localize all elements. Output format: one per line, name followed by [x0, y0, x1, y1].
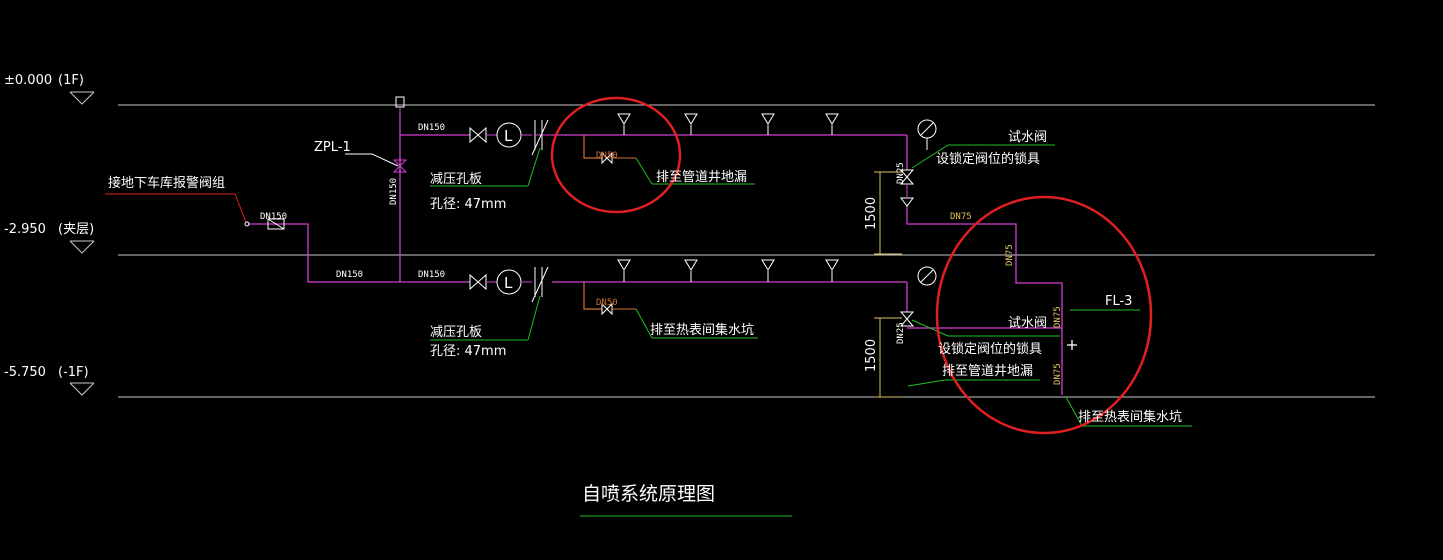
bore-label-bottom: 孔径: 47mm: [430, 344, 506, 359]
pipe-network: [248, 112, 1077, 395]
dn150-mid-left: DN150: [336, 270, 363, 280]
dn150-riser: DN150: [389, 178, 399, 205]
flow-indicator-letter: L: [504, 127, 513, 145]
gate-valve-icon: [469, 126, 487, 144]
dn150-top: DN150: [418, 123, 445, 133]
dn25-bottom: DN25: [896, 322, 906, 344]
labels: 接地下车库报警阀组 ZPL-1 DN150 DN150 DN150 DN150 …: [108, 123, 1182, 517]
drain-shaft-bottom-label: 排至管道井地漏: [942, 363, 1033, 379]
dimension-1500-bottom: 1500: [864, 339, 879, 372]
diagram-title: 自喷系统原理图: [582, 483, 715, 505]
sprinkler-icon: [825, 113, 839, 135]
sprinkler-icon: [761, 259, 775, 282]
drain-riser-fl3: [906, 205, 1063, 395]
sprinkler-icon: [617, 113, 631, 135]
dimension-lines: [874, 171, 902, 398]
check-valve-icon: [392, 159, 408, 173]
level-triangle-b1: [69, 382, 95, 396]
level-floor-1f: (1F): [58, 73, 84, 88]
zpl-label: ZPL-1: [314, 140, 351, 155]
sprinkler-icon: [825, 259, 839, 282]
sprinkler-heads: [617, 113, 839, 282]
annotation-circle-top: [550, 96, 682, 214]
drain-top-label: 排至管道井地漏: [656, 169, 747, 185]
bottom-test-assembly: [899, 266, 1192, 427]
sprinkler-icon: [761, 113, 775, 135]
flow-indicator-letter-bottom: L: [504, 274, 513, 292]
pressure-gauge-icon: [917, 266, 937, 286]
dn75-c: DN75: [1053, 306, 1063, 328]
dn50-top: DN50: [596, 151, 618, 161]
level-elevation-1f: ±0.000: [4, 73, 52, 88]
drain-valve-icon: [601, 151, 613, 165]
drain-valve-icon: [601, 302, 613, 316]
incoming-valve: [105, 193, 285, 230]
bore-label-top: 孔径: 47mm: [430, 197, 506, 212]
dn50-bottom: DN50: [596, 298, 618, 308]
sprinkler-icon: [684, 113, 698, 135]
gate-valve-icon: [469, 273, 487, 291]
test-valve-icon: [899, 311, 915, 327]
level-floor-b1: (-1F): [58, 365, 89, 380]
dn150-incoming: DN150: [260, 212, 287, 222]
test-valve-bottom-label: 试水阀: [1008, 316, 1047, 331]
floor-levels: ±0.000 (1F) -2.950 (夹层) -5.750 (-1F): [4, 73, 1375, 398]
dn75-a: DN75: [950, 212, 972, 222]
test-valve-top-label: 试水阀: [1008, 130, 1047, 145]
level-floor-mezzanine: (夹层): [58, 222, 94, 237]
connection-point-icon: [244, 221, 250, 227]
dimension-1500-top: 1500: [864, 197, 879, 230]
level-triangle-mezzanine: [69, 240, 95, 254]
level-elevation-b1: -5.750: [4, 365, 46, 380]
sprinkler-icon: [617, 259, 631, 282]
dn25-top: DN25: [896, 162, 906, 184]
connect-alarm-label: 接地下车库报警阀组: [108, 175, 225, 191]
lock-bottom-label: 设锁定阀位的锁具: [938, 341, 1042, 357]
annotation-circle-right: [935, 195, 1153, 435]
orifice-leaders: [430, 147, 541, 341]
orifice-label-bottom: 减压孔板: [430, 325, 482, 340]
drain-bottom-label: 排至热表间集水坑: [650, 322, 754, 338]
top-test-assembly: [899, 119, 1055, 207]
top-valve-group: L: [469, 119, 552, 156]
bottom-drain-branch: [583, 282, 758, 339]
lock-top-label: 设锁定阀位的锁具: [936, 151, 1040, 167]
level-triangle-1f: [69, 91, 95, 105]
fl3-label: FL-3: [1105, 294, 1132, 309]
level-elevation-mezzanine: -2.950: [4, 222, 46, 237]
dn75-d: DN75: [1053, 363, 1063, 385]
drain-cone-icon: [900, 197, 914, 207]
incoming-pipe: [248, 223, 400, 283]
sprinkler-icon: [684, 259, 698, 282]
drain-pit-label: 排至热表间集水坑: [1078, 409, 1182, 425]
bottom-valve-group: L: [469, 266, 549, 303]
orifice-label-top: 减压孔板: [430, 172, 482, 187]
signal-valve-icon: [267, 218, 285, 230]
dn150-mid: DN150: [418, 270, 445, 280]
dn75-b: DN75: [1005, 244, 1015, 266]
riser-top: [345, 96, 408, 173]
top-drain-branch: [583, 135, 755, 185]
test-valve-icon: [899, 169, 915, 185]
